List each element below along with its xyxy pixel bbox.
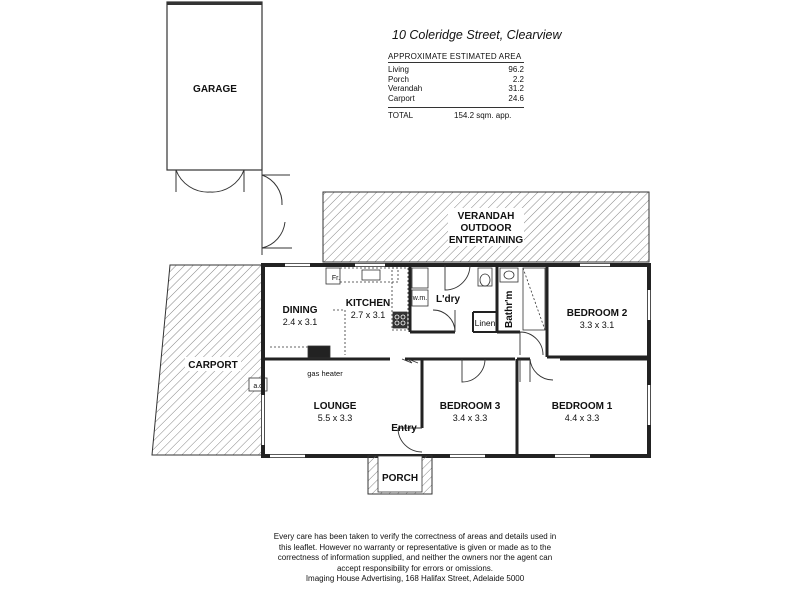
porch-label: PORCH	[382, 473, 418, 484]
wm-label: w.m.	[412, 295, 427, 302]
windows	[261, 263, 651, 458]
total-label: TOTAL	[388, 111, 414, 121]
area-row: Porch 2.2	[388, 75, 524, 84]
area-row: Verandah 31.2	[388, 84, 524, 93]
disclaimer-line: accept responsibility for errors or omis…	[336, 563, 494, 573]
bedroom1-label: BEDROOM 1	[552, 401, 613, 412]
verandah-label-3: ENTERTAINING	[449, 235, 523, 246]
gas-heater-label: gas heater	[307, 369, 343, 378]
dining-dim: 2.4 x 3.1	[283, 317, 318, 327]
area-table: APPROXIMATE ESTIMATED AREA Living 96.2 Po…	[388, 52, 524, 120]
disclaimer-credit: Imaging House Advertising, 168 Halifax S…	[305, 574, 525, 584]
area-name: Living	[388, 65, 409, 75]
bedroom2-dim: 3.3 x 3.1	[580, 320, 615, 330]
lounge-label: LOUNGE	[314, 401, 357, 412]
fridge-label: Fr.	[332, 275, 340, 282]
verandah: VERANDAH OUTDOOR ENTERTAINING	[322, 191, 650, 263]
area-row: Living 96.2	[388, 65, 524, 74]
area-name: Carport	[388, 93, 415, 103]
area-value: 2.2	[512, 74, 524, 84]
bedroom3-dim: 3.4 x 3.3	[453, 413, 488, 423]
disclaimer: Every care has been taken to verify the …	[270, 532, 560, 585]
dining-label: DINING	[283, 305, 318, 316]
area-name: Porch	[388, 74, 409, 84]
disclaimer-line: this leaflet. However no warranty or rep…	[278, 542, 552, 552]
bedroom1-dim: 4.4 x 3.3	[565, 413, 600, 423]
bedroom3-label: BEDROOM 3	[440, 401, 501, 412]
garage: GARAGE	[166, 1, 292, 255]
lounge-dim: 5.5 x 3.3	[318, 413, 353, 423]
bathroom-label: Bathr'm	[504, 291, 515, 328]
area-table-heading: APPROXIMATE ESTIMATED AREA	[388, 52, 524, 64]
verandah-label-2: OUTDOOR	[460, 223, 512, 234]
disclaimer-line: correctness of information supplied, and…	[277, 553, 553, 563]
verandah-label: VERANDAH	[458, 211, 515, 222]
bedroom2-label: BEDROOM 2	[567, 308, 628, 319]
carport: CARPORT a.c	[151, 264, 268, 456]
kitchen-label: KITCHEN	[346, 298, 390, 309]
doors	[397, 264, 554, 453]
laundry-label: L'dry	[436, 294, 460, 305]
porch: PORCH	[367, 455, 433, 495]
wet-area-fixtures	[411, 267, 546, 331]
total-value: 154.2 sqm. app.	[454, 111, 512, 121]
ac-label: a.c	[253, 383, 263, 390]
area-value: 24.6	[508, 93, 524, 103]
area-value: 31.2	[508, 84, 524, 94]
property-title: 10 Coleridge Street, Clearview	[392, 28, 562, 42]
entry-label: Entry	[391, 423, 417, 434]
carport-label: CARPORT	[188, 360, 237, 371]
area-row: Carport 24.6	[388, 94, 524, 103]
disclaimer-line: Every care has been taken to verify the …	[273, 532, 557, 541]
linen-label: Linen	[475, 318, 496, 328]
area-total: TOTAL 154.2 sqm. app.	[388, 107, 524, 120]
garage-label: GARAGE	[193, 84, 237, 95]
kitchen-dim: 2.7 x 3.1	[351, 310, 386, 320]
kitchen-fixtures	[270, 267, 419, 364]
area-name: Verandah	[388, 84, 423, 94]
area-value: 96.2	[508, 65, 524, 75]
